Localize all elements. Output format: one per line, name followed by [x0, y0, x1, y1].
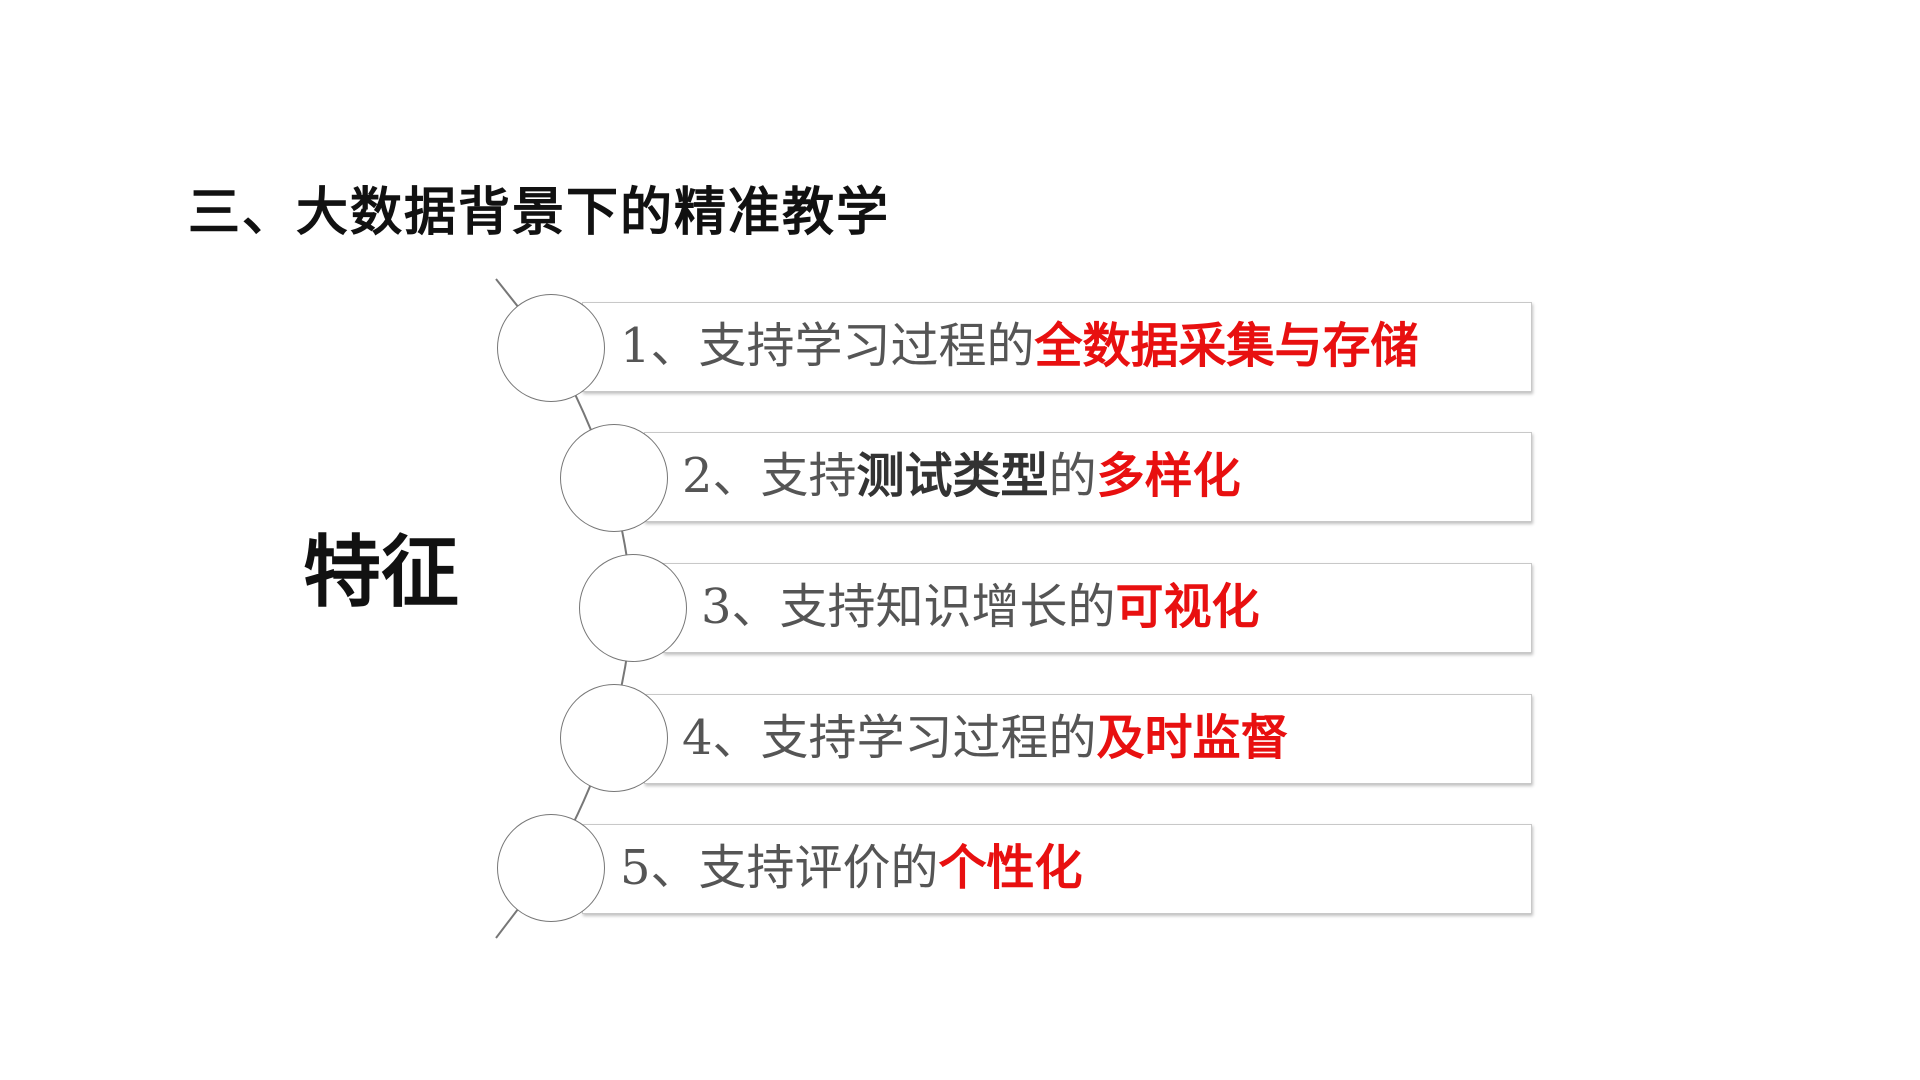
item-highlight: 及时监督 — [1096, 710, 1289, 766]
feature-label: 特征 — [303, 528, 460, 618]
feature-text-3: 3、支持知识增长的可视化 — [701, 563, 1260, 651]
item-prefix: 5、支持评价的 — [620, 840, 939, 896]
item-highlight: 个性化 — [938, 840, 1083, 896]
item-prefix: 4、支持学习过程的 — [682, 710, 1097, 766]
feature-item-4 — [644, 694, 1532, 784]
item-highlight: 全数据采集与存储 — [1034, 318, 1419, 374]
feature-item-2 — [644, 432, 1532, 522]
feature-item-5 — [582, 824, 1532, 914]
item-prefix: 1、支持学习过程的 — [620, 318, 1035, 374]
bullet-circle-icon — [560, 424, 668, 532]
item-middle: 的 — [1048, 448, 1097, 504]
item-highlight: 多样化 — [1096, 448, 1241, 504]
feature-item-1 — [582, 302, 1532, 392]
page-title: 三、大数据背景下的精准教学 — [188, 183, 891, 243]
feature-text-5: 5、支持评价的个性化 — [620, 824, 1083, 912]
item-prefix: 2、支持 — [682, 448, 857, 504]
bullet-circle-icon — [560, 684, 668, 792]
item-prefix: 3、支持知识增长的 — [701, 579, 1116, 635]
feature-text-1: 1、支持学习过程的全数据采集与存储 — [620, 302, 1419, 390]
bullet-circle-icon — [579, 554, 687, 662]
bullet-circle-icon — [497, 814, 605, 922]
item-bold: 测试类型 — [856, 448, 1049, 504]
item-highlight: 可视化 — [1115, 579, 1260, 635]
feature-text-4: 4、支持学习过程的及时监督 — [682, 694, 1289, 782]
bullet-circle-icon — [497, 294, 605, 402]
feature-item-3 — [663, 563, 1532, 653]
feature-text-2: 2、支持测试类型的多样化 — [682, 432, 1241, 520]
